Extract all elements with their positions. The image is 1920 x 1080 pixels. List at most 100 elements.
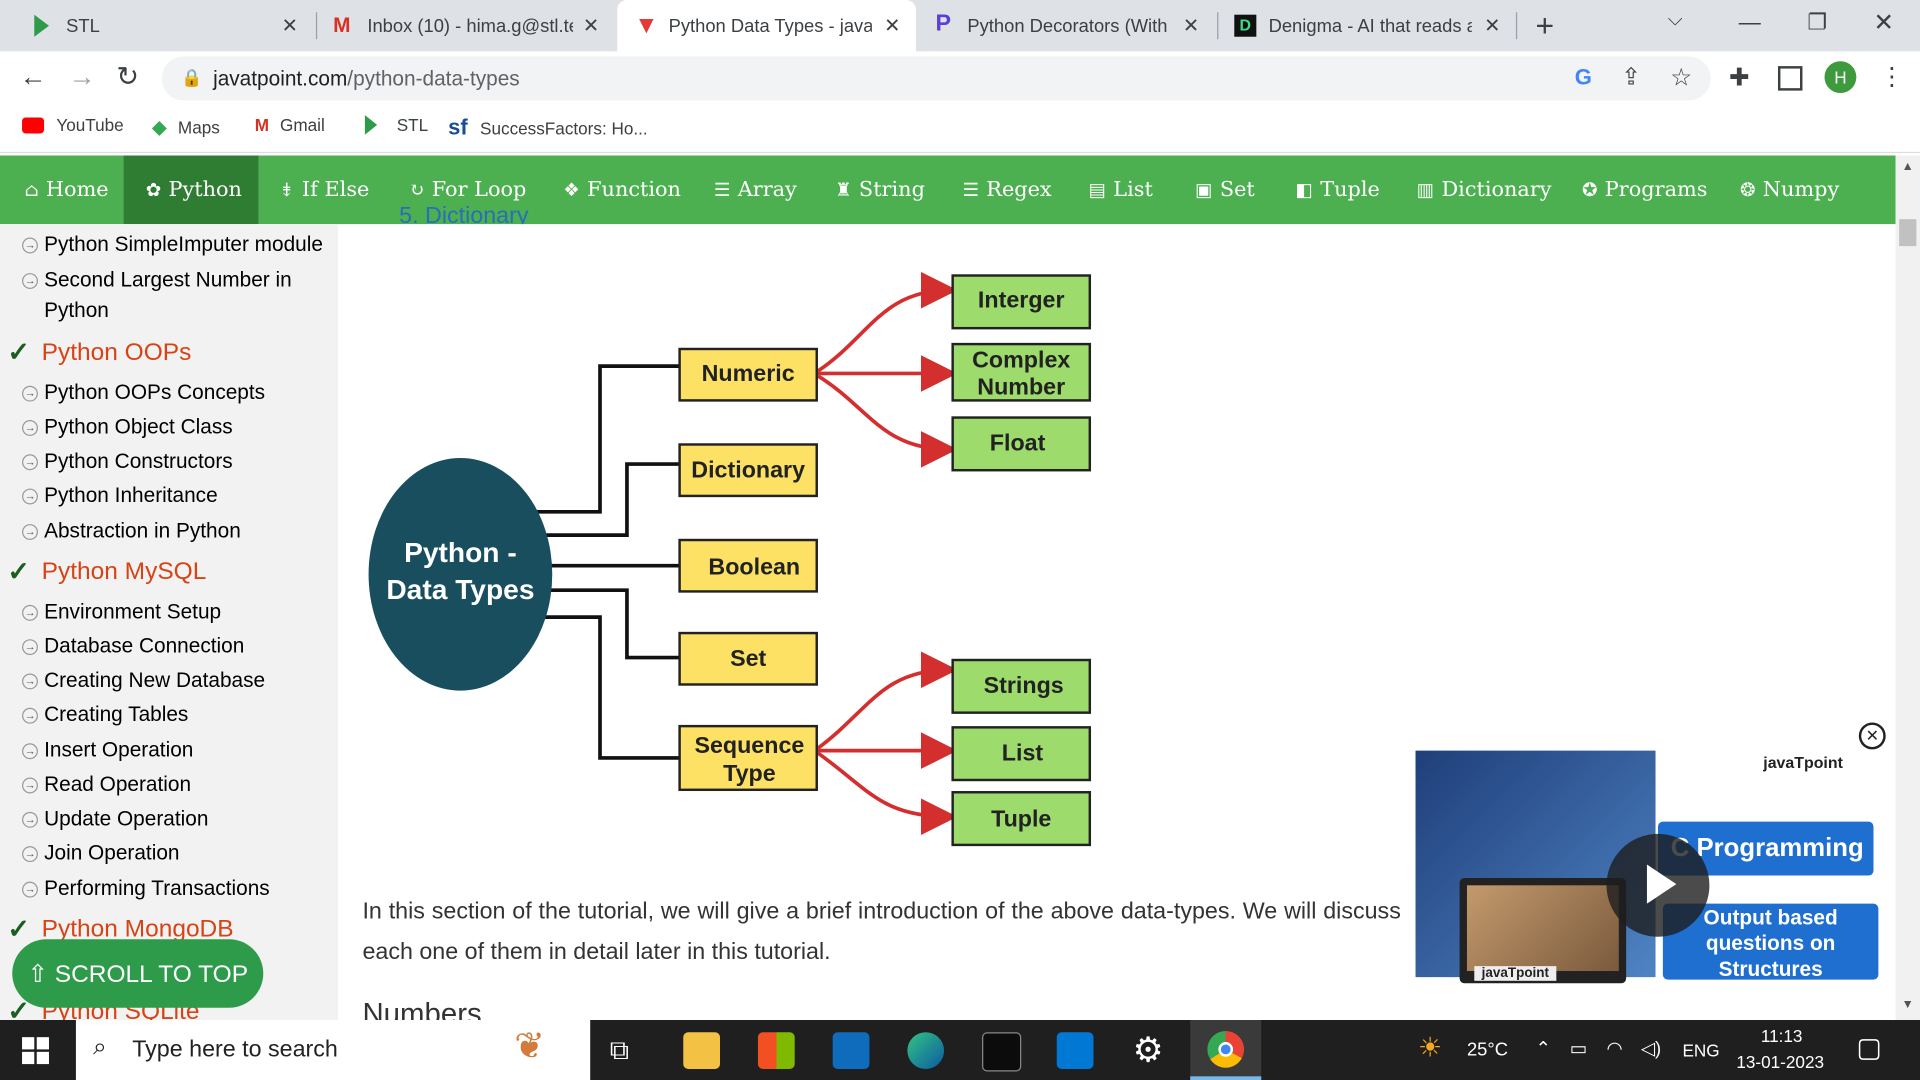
close-tab-icon[interactable]: ✕	[1484, 15, 1501, 37]
new-tab-button[interactable]: +	[1535, 7, 1555, 45]
nav-numpy[interactable]: ❂Numpy	[1740, 177, 1840, 203]
side-panel-icon[interactable]	[1777, 66, 1803, 91]
nav-array[interactable]: ☰Array	[713, 177, 797, 203]
scrollbar-thumb[interactable]	[1899, 219, 1917, 247]
forward-arrow-icon[interactable]: →	[68, 61, 96, 92]
close-tab-icon[interactable]: ✕	[1182, 15, 1200, 37]
nav-set[interactable]: ▣Set	[1195, 177, 1255, 203]
close-tab-icon[interactable]: ✕	[884, 15, 901, 37]
sidebar-item[interactable]: Python Object Class	[44, 415, 233, 439]
video-ad[interactable]: javaTpoint javaTpoint C Programming Outp…	[1415, 750, 1886, 1005]
tuple-icon: ◧	[1295, 178, 1313, 201]
sidebar-item[interactable]: Performing Transactions	[44, 876, 270, 901]
sidebar-item-simpleimputer[interactable]: Python SimpleImputer module	[44, 232, 323, 256]
extensions-puzzle-icon[interactable]: ✚	[1728, 64, 1750, 92]
nav-string[interactable]: ♜String	[835, 177, 925, 203]
address-bar[interactable]: 🔒 javatpoint.com/python-data-types G ⇪ ☆	[161, 56, 1711, 101]
sidebar-item[interactable]: Python OOPs Concepts	[44, 380, 266, 405]
google-lens-icon[interactable]: G	[1574, 64, 1592, 90]
nav-for-loop[interactable]: ↻For Loop	[408, 177, 527, 203]
volume-icon[interactable]: ◁)	[1640, 1038, 1662, 1060]
nav-dictionary[interactable]: ▥Dictionary	[1416, 177, 1552, 203]
microsoft-store-icon[interactable]	[757, 1032, 795, 1069]
sidebar-section-mongodb[interactable]: Python MongoDB	[41, 915, 234, 943]
menu-kebab-icon[interactable]: ⋮	[1879, 63, 1905, 91]
nav-list[interactable]: ▤List	[1088, 177, 1153, 203]
ad-close-icon[interactable]: ✕	[1858, 722, 1886, 750]
nav-regex[interactable]: ☰Regex	[962, 177, 1052, 203]
clock-time[interactable]: 11:13	[1760, 1026, 1803, 1046]
sidebar-section-mysql[interactable]: Python MySQL	[41, 558, 207, 586]
edge-icon[interactable]	[907, 1032, 945, 1069]
nav-python[interactable]: ✿Python	[123, 155, 259, 225]
weather-temp[interactable]: 25°C	[1466, 1039, 1508, 1061]
sidebar-item[interactable]: Join Operation	[44, 841, 180, 865]
clock-date[interactable]: 13-01-2023	[1736, 1051, 1825, 1072]
play-button[interactable]	[1606, 833, 1710, 937]
stl-favicon-icon	[34, 14, 49, 37]
share-icon[interactable]: ⇪	[1621, 64, 1641, 91]
scroll-up-icon[interactable]: ▲	[1901, 160, 1914, 174]
sidebar-item-second-largest[interactable]: Second Largest Number in	[44, 268, 292, 292]
settings-gear-icon[interactable]: ⚙	[1132, 1031, 1164, 1069]
tray-chevron-up-icon[interactable]: ⌃	[1535, 1038, 1551, 1060]
nav-home[interactable]: ⌂Home	[24, 177, 109, 203]
sidebar-item[interactable]: Read Operation	[44, 772, 192, 796]
sidebar-item-second-largest-cont[interactable]: Python	[44, 298, 109, 323]
nav-programs[interactable]: ✪Programs	[1582, 177, 1708, 203]
battery-icon[interactable]: ▭	[1569, 1038, 1588, 1060]
tab-gmail[interactable]: M Inbox (10) - hima.g@stl.te ✕	[318, 0, 612, 51]
close-tab-icon[interactable]: ✕	[281, 15, 299, 37]
bookmark-successfactors[interactable]: sf SuccessFactors: Ho...	[448, 115, 648, 140]
bookmark-gmail[interactable]: M Gmail	[254, 115, 325, 135]
bullet-arrow-icon: →	[22, 524, 38, 541]
file-explorer-icon[interactable]	[683, 1032, 721, 1069]
sidebar-item[interactable]: Insert Operation	[44, 738, 194, 762]
bookmark-star-icon[interactable]: ☆	[1670, 64, 1693, 92]
windows-start-icon[interactable]	[22, 1037, 49, 1065]
profile-avatar[interactable]: H	[1824, 61, 1857, 94]
set-icon: ▣	[1195, 178, 1213, 201]
minimize-icon[interactable]: —	[1738, 9, 1761, 35]
scroll-down-icon[interactable]: ▼	[1901, 997, 1914, 1012]
wifi-icon[interactable]: ◠	[1606, 1038, 1623, 1060]
close-window-icon[interactable]: ✕	[1873, 9, 1895, 37]
bookmark-youtube[interactable]: YouTube	[22, 115, 124, 135]
task-view-icon[interactable]: ⧉	[609, 1034, 630, 1066]
nav-function[interactable]: ❖Function	[563, 177, 681, 203]
restore-icon[interactable]: ❐	[1807, 9, 1828, 35]
root-label-line1: Python -	[404, 537, 517, 568]
bookmark-stl[interactable]: STL	[364, 115, 428, 135]
mail-icon[interactable]	[832, 1032, 870, 1069]
page-scrollbar[interactable]: ▲ ▼	[1895, 155, 1920, 1021]
sidebar-item[interactable]: Python Inheritance	[44, 483, 218, 507]
back-arrow-icon[interactable]: ←	[19, 61, 47, 92]
sidebar-section-oops[interactable]: Python OOPs	[41, 339, 192, 367]
scroll-to-top-button[interactable]: ⇧ SCROLL TO TOP	[12, 939, 264, 1008]
language-indicator[interactable]: ENG	[1682, 1040, 1720, 1061]
tab-python-decorators[interactable]: P Python Decorators (With ✕	[921, 0, 1215, 51]
sidebar-item[interactable]: Environment Setup	[44, 600, 222, 624]
vscode-icon[interactable]	[1056, 1032, 1094, 1069]
chrome-taskbar-button[interactable]	[1190, 1020, 1262, 1080]
notification-icon[interactable]: ▢	[1856, 1032, 1882, 1063]
programs-icon: ✪	[1582, 178, 1598, 201]
bookmark-maps[interactable]: ◆ Maps	[152, 115, 220, 139]
nav-tuple[interactable]: ◧Tuple	[1295, 177, 1380, 203]
tab-denigma[interactable]: D Denigma - AI that reads a ✕	[1220, 0, 1514, 51]
close-tab-icon[interactable]: ✕	[582, 15, 600, 37]
tab-python-data-types[interactable]: ▼ Python Data Types - javat ✕	[617, 0, 916, 52]
sidebar-item[interactable]: Creating Tables	[44, 702, 189, 727]
nav-if-else[interactable]: ⇟If Else	[279, 177, 370, 203]
terminal-icon[interactable]	[982, 1032, 1022, 1072]
sidebar-item[interactable]: Database Connection	[44, 634, 245, 658]
reload-icon[interactable]: ↻	[116, 61, 139, 92]
sidebar-item[interactable]: Python Constructors	[44, 449, 233, 473]
taskbar-search-box[interactable]: ⌕ Type here to search ❦	[75, 1020, 591, 1080]
site-nav: ⌂Home ✿Python ⇟If Else ↻For Loop ❖Functi…	[0, 155, 1896, 225]
tab-stl[interactable]: STL ✕	[17, 0, 311, 51]
sidebar-item[interactable]: Abstraction in Python	[44, 519, 241, 543]
sidebar-item[interactable]: Update Operation	[44, 806, 209, 831]
tab-search-chevron-down-icon[interactable]: ⌵	[1667, 9, 1683, 31]
sidebar-item[interactable]: Creating New Database	[44, 668, 266, 692]
